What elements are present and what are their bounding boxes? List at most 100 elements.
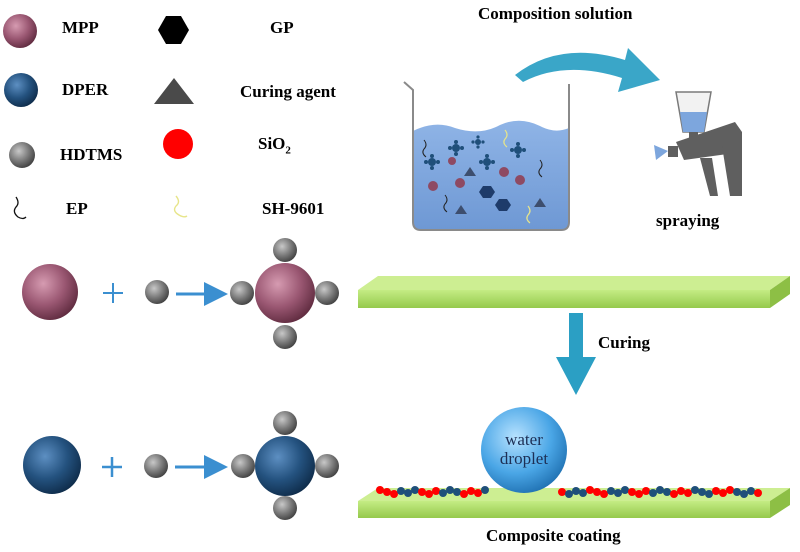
spray-gun-cup-liquid [680, 112, 707, 132]
beaker-dper-cluster [479, 154, 495, 170]
legend-curing-agent-triangle [154, 78, 194, 104]
label-spraying: spraying [656, 211, 720, 230]
coating-dper-particle [397, 487, 405, 495]
coating-sio2-particle [418, 488, 426, 496]
beaker-curing-agent-triangle [455, 205, 467, 214]
substrate-before-curing [358, 276, 790, 308]
coating-dper-particle [649, 489, 657, 497]
reactant-hdtms-sphere [145, 280, 169, 304]
coating-dper-particle [453, 488, 461, 496]
beaker-liquid [413, 120, 569, 230]
reactant-dper-sphere [23, 436, 81, 494]
beaker-sh9601-curve [526, 205, 531, 224]
legend-label-curing-agent: Curing agent [240, 82, 336, 101]
coating-dper-particle [446, 486, 454, 494]
coating-sio2-particle [719, 489, 727, 497]
coating-dper-particle [656, 486, 664, 494]
beaker-curing-agent-triangle [464, 167, 476, 176]
beaker [403, 81, 570, 231]
legend-sio2-sphere [163, 129, 193, 159]
beaker-curing-agent-triangle [534, 198, 546, 207]
beaker-mpp-particle [455, 178, 465, 188]
droplet-label-line2: droplet [499, 449, 549, 468]
legend-label-sio2: SiO2 [258, 134, 291, 157]
product-dper-hdtms [231, 411, 339, 520]
legend-label-hdtms: HDTMS [60, 145, 123, 164]
coating-sio2-particle [376, 486, 384, 494]
beaker-ep-curve [538, 159, 543, 178]
beaker-dper-cluster [471, 135, 485, 149]
legend-hdtms-sphere [9, 142, 35, 168]
label-curing: Curing [598, 333, 650, 352]
spray-gun-trigger [700, 158, 718, 196]
legend-label-sh9601: SH-9601 [262, 199, 325, 218]
label-composite-coating: Composite coating [486, 526, 621, 545]
coating-dper-particle [404, 489, 412, 497]
coating-sio2-particle [677, 487, 685, 495]
legend-dper-sphere [4, 73, 38, 107]
coating-sio2-particle [558, 488, 566, 496]
coating-dper-particle [691, 486, 699, 494]
legend-label-ep: EP [66, 199, 88, 218]
legend-gp-hexagon [158, 16, 189, 44]
product-mpp-hdtms [230, 238, 339, 349]
reactant-mpp-sphere [22, 264, 78, 320]
spray-gun [654, 91, 742, 196]
droplet-label: water droplet [484, 430, 564, 468]
plus-sign-mpp [103, 283, 123, 303]
coating-particle-layer [376, 486, 762, 498]
coating-dper-particle [481, 486, 489, 494]
coating-sio2-particle [586, 486, 594, 494]
beaker-sh9601-curve [503, 129, 508, 148]
coating-dper-particle [705, 490, 713, 498]
coating-dper-particle [572, 487, 580, 495]
beaker-glass [403, 81, 570, 231]
coating-dper-particle [565, 490, 573, 498]
beaker-gp-hexagon [479, 186, 495, 198]
beaker-mpp-particle [499, 167, 509, 177]
coating-dper-particle [663, 488, 671, 496]
coating-sio2-particle [467, 487, 475, 495]
beaker-mpp-particle [428, 181, 438, 191]
legend-ep-curve [13, 196, 27, 220]
coating-sio2-particle [684, 489, 692, 497]
legend-label-gp: GP [270, 18, 294, 37]
coating-sio2-particle [600, 490, 608, 498]
water-droplet [481, 407, 567, 493]
spray-gun-nozzle [668, 146, 678, 157]
coating-sio2-particle [390, 490, 398, 498]
beaker-gp-hexagon [495, 199, 511, 211]
legend-sh9601-curve [173, 195, 188, 218]
beaker-mpp-particle [448, 157, 456, 165]
coating-sio2-particle [642, 487, 650, 495]
beaker-dper-cluster [510, 142, 526, 158]
coating-sio2-particle [726, 486, 734, 494]
coating-sio2-particle [670, 490, 678, 498]
coating-sio2-particle [474, 489, 482, 497]
coating-dper-particle [733, 488, 741, 496]
beaker-ep-curve [443, 194, 448, 213]
coating-sio2-particle [712, 487, 720, 495]
label-composition-solution: Composition solution [478, 4, 633, 23]
coating-sio2-particle [754, 489, 762, 497]
legend-mpp-sphere [3, 14, 37, 48]
coating-dper-particle [411, 486, 419, 494]
droplet-label-line1: water [505, 430, 543, 449]
legend-label-dper: DPER [62, 80, 109, 99]
reactant-hdtms-sphere [144, 454, 168, 478]
coating-sio2-particle [425, 490, 433, 498]
coating-sio2-particle [593, 488, 601, 496]
spray-gun-handle [722, 146, 742, 196]
curved-arrow-to-sprayer [515, 48, 660, 92]
coating-dper-particle [579, 489, 587, 497]
coating-sio2-particle [432, 487, 440, 495]
coating-dper-particle [747, 487, 755, 495]
coating-sio2-particle [628, 488, 636, 496]
beaker-mpp-particle [515, 175, 525, 185]
spray-mist [654, 145, 668, 160]
coating-dper-particle [614, 489, 622, 497]
legend-label-mpp: MPP [62, 18, 99, 37]
coating-dper-particle [740, 490, 748, 498]
coating-dper-particle [698, 488, 706, 496]
